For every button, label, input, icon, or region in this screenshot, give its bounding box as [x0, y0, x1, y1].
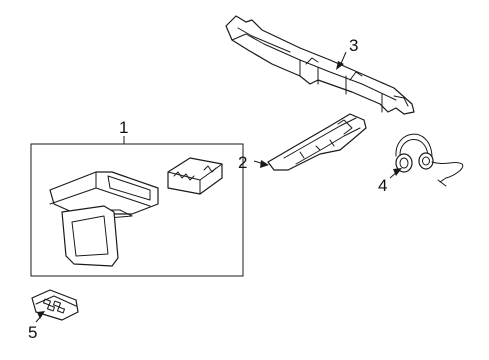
overhead-display-part [49, 171, 159, 267]
callout-1-label: 1 [119, 118, 128, 137]
callout-2-arrow [260, 160, 269, 168]
assembly-box [30, 143, 244, 277]
headphones-part [395, 133, 464, 187]
callout-3-arrow [336, 61, 344, 70]
roof-bracket-part [225, 15, 415, 115]
callout-3-label: 3 [349, 36, 358, 55]
control-module-part [167, 157, 223, 195]
callout-5-arrow [37, 311, 45, 319]
callout-4-arrow [393, 168, 402, 176]
callout-5-label: 5 [28, 323, 37, 342]
callout-4-label: 4 [378, 176, 387, 195]
mounting-bracket-part [267, 113, 367, 171]
